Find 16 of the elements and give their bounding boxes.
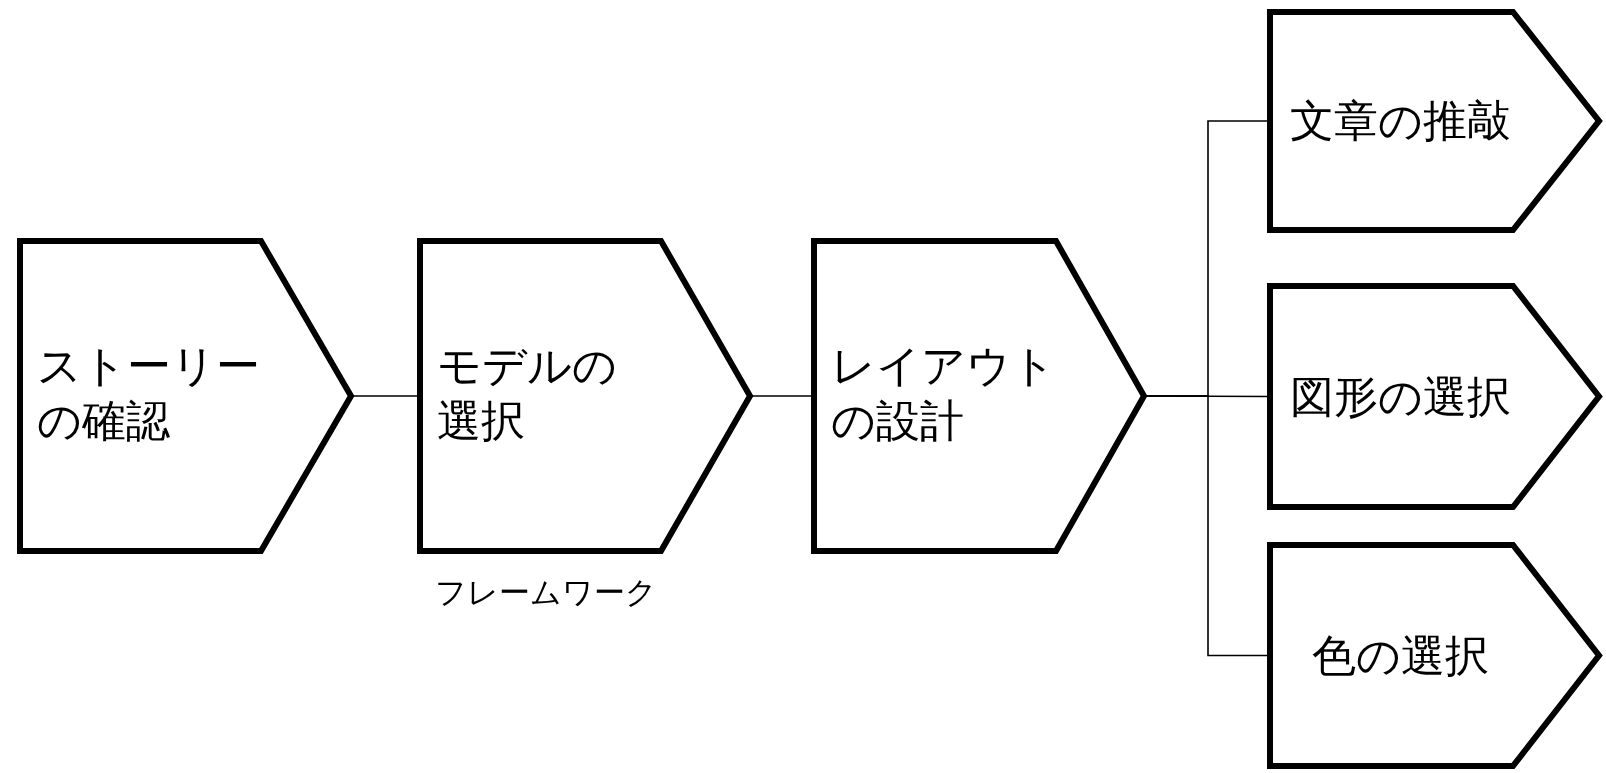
- pentagon-arrow-box: [417, 238, 753, 554]
- step-label: モデルの選択: [437, 339, 618, 448]
- step-label: レイアウトの設計: [831, 339, 1057, 448]
- pentagon-arrow-box: [1267, 283, 1602, 510]
- pentagon-arrow-box: [1267, 9, 1602, 233]
- connector-line: [1145, 395, 1269, 657]
- step-label: 文章の推敲: [1288, 94, 1512, 148]
- connector-line: [751, 395, 813, 397]
- pentagon-arrow-box: [17, 238, 354, 554]
- step-label: ストーリーの確認: [37, 339, 261, 448]
- connector-line: [352, 395, 419, 397]
- pentagon-arrow-box: [1267, 542, 1602, 769]
- pentagon-arrow-box: [811, 238, 1147, 554]
- step-label: 図形の選択: [1288, 369, 1512, 424]
- step-label: 色の選択: [1310, 628, 1490, 683]
- caption-text: フレームワーク: [435, 573, 657, 612]
